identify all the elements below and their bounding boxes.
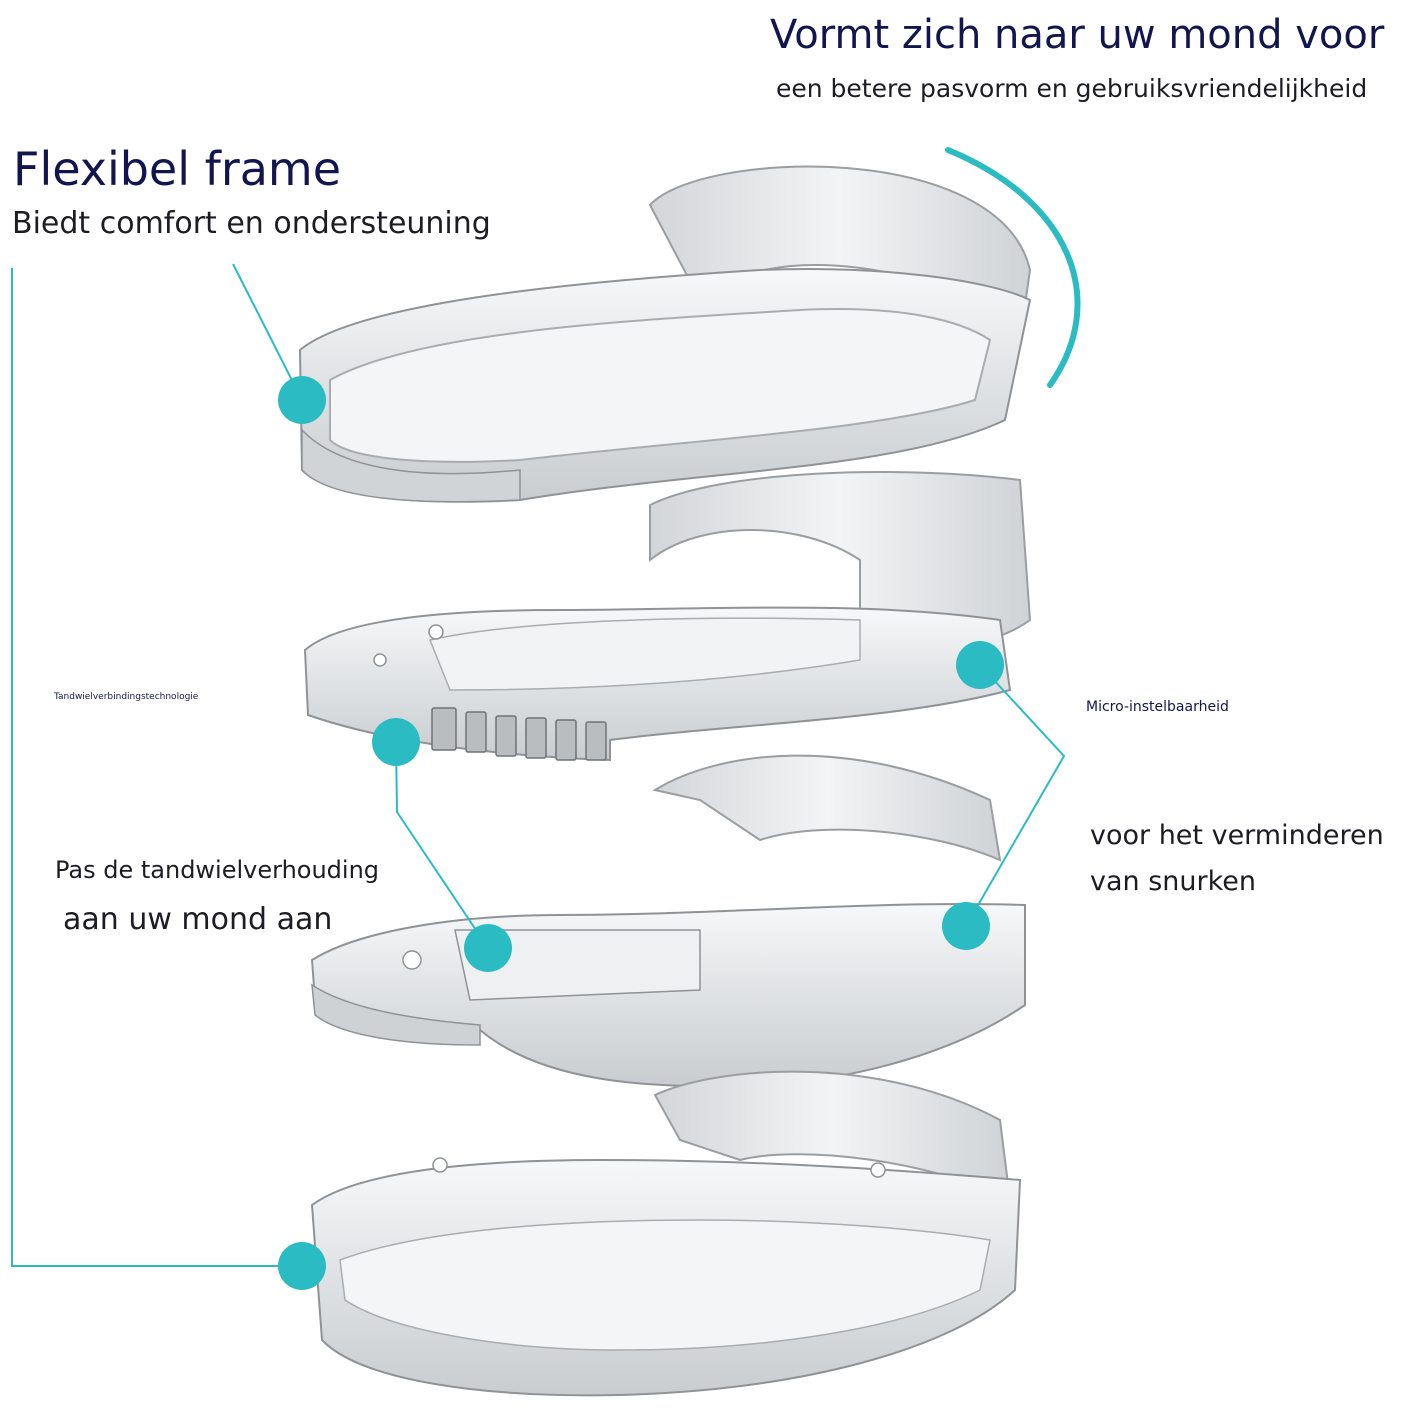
teal-dot-icon [942,902,990,950]
slider-block [454,929,701,1001]
curved-arc-icon [945,147,1081,388]
callout-line-bracket [11,268,302,1267]
teal-dot-icon [278,1242,326,1290]
shape-subtitle: een betere pasvorm en gebruiksvriendelij… [776,74,1368,103]
teal-dot-icon [956,641,1004,689]
gear-teeth [431,707,607,761]
snore-line2: van snurken [1090,866,1257,897]
slider-plate-back [652,754,1002,862]
slider-plate-layer [310,754,1026,1088]
bottom-tray-channel [339,1219,991,1351]
micro-label: Micro-instelbaarheid [1086,699,1229,715]
gear-plate-inner [428,617,861,691]
snore-line1: voor het verminderen [1090,820,1384,851]
slider-plate-front-edge [311,983,481,1046]
bottom-tray-layer [310,1070,1022,1397]
top-tray-layer [298,165,1032,503]
teal-dot-icon [278,376,326,424]
callout-line-micro [965,664,1066,927]
top-tray-back [648,165,1032,343]
callout-line-gear [395,741,489,949]
flex-subtitle: Biedt comfort en ondersteuning [12,206,491,241]
gear-tech-label: Tandwielverbindingstechnologie [54,692,199,702]
callout-markers [278,376,1004,1290]
shape-title: Vormt zich naar uw mond voor [770,12,1385,58]
top-tray-channel [329,308,992,463]
bottom-tray-back [653,1070,1012,1202]
gear-adjust-line1: Pas de tandwielverhouding [55,856,380,884]
callout-line-flex [232,263,303,401]
gear-plate-layer [303,471,1032,762]
top-tray-front-edge [301,428,521,503]
flex-title: Flexibel frame [13,142,342,196]
teal-dot-icon [372,718,420,766]
gear-adjust-line2: aan uw mond aan [63,902,333,937]
teal-dot-icon [464,924,512,972]
